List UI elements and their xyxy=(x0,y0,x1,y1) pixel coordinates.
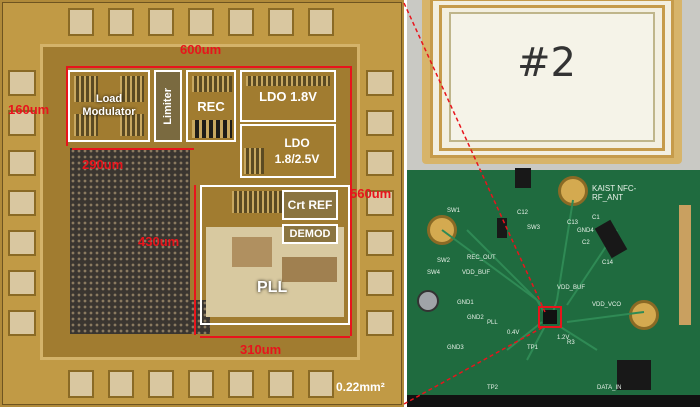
silkscreen-label: VDD_BUF xyxy=(557,285,586,291)
die-area-label: 0.22mm² xyxy=(336,380,385,394)
load-modulator-block: Load Modulator xyxy=(68,70,150,142)
silkscreen-label: 0.4V xyxy=(507,330,520,336)
silkscreen-label: PLL xyxy=(487,320,498,326)
bond-pad xyxy=(8,230,36,256)
silkscreen-label: TP2 xyxy=(487,385,499,391)
limiter-label: Limiter xyxy=(162,87,174,125)
bond-pad xyxy=(366,190,394,216)
bond-pad xyxy=(108,8,134,36)
bond-pad xyxy=(68,370,94,398)
rec-block: REC xyxy=(186,70,236,142)
bond-pad xyxy=(8,310,36,336)
pll-block: PLL xyxy=(200,185,350,325)
edge-connector xyxy=(679,205,691,325)
silkscreen-label: R3 xyxy=(567,340,575,346)
silkscreen-label: GND2 xyxy=(467,315,484,321)
demod-label: DEMOD xyxy=(289,228,331,240)
dim-right-height: 560um xyxy=(350,186,392,201)
bond-pad xyxy=(8,110,36,136)
bond-pad xyxy=(188,8,214,36)
silkscreen-label: 1.2V xyxy=(557,335,570,341)
silkscreen-label: SW3 xyxy=(527,225,541,231)
ldo2-label: LDO 1.8/2.5V xyxy=(274,136,320,166)
bond-pad xyxy=(308,8,334,36)
silkscreen-label: C14 xyxy=(602,260,614,266)
rec-label: REC xyxy=(197,98,225,114)
bond-pad xyxy=(366,310,394,336)
bond-pad xyxy=(366,270,394,296)
bond-pad xyxy=(268,370,294,398)
bond-pad xyxy=(8,70,36,96)
nfc-chip xyxy=(543,310,557,324)
silkscreen-label: C2 xyxy=(582,240,590,246)
ldo2-block: LDO 1.8/2.5V xyxy=(240,124,336,178)
silkscreen-label: GND3 xyxy=(447,345,464,351)
silkscreen-label: DATA_IN xyxy=(597,385,622,391)
bond-pad xyxy=(68,8,94,36)
bond-pad xyxy=(228,8,254,36)
demod-block: DEMOD xyxy=(282,224,338,244)
ldo18-block: LDO 1.8V xyxy=(240,70,336,122)
silkscreen-label: VDD_BUF xyxy=(462,270,491,276)
silkscreen-label: SW1 xyxy=(447,208,461,214)
dim-bottom-width: 310um xyxy=(240,342,282,357)
pll-label: PLL xyxy=(257,279,288,296)
silkscreen-label: VDD_VCO xyxy=(592,302,622,308)
load-label-line1: Load xyxy=(95,93,123,105)
sma-connector-sw3 xyxy=(629,300,659,330)
silkscreen-label: C12 xyxy=(517,210,529,216)
board-name-label: KAIST NFC-RF_ANT xyxy=(592,184,637,202)
ldo18-label: LDO 1.8V xyxy=(259,88,317,104)
silkscreen-label: C1 xyxy=(592,215,600,221)
bond-pad xyxy=(268,8,294,36)
pin-header-top xyxy=(515,168,531,188)
bond-pad xyxy=(308,370,334,398)
bond-pad xyxy=(188,370,214,398)
pin-header-mid xyxy=(497,218,507,238)
crt-ref-label: Crt REF xyxy=(287,198,333,212)
bond-pad xyxy=(366,110,394,136)
silkscreen-label: SW4 xyxy=(427,270,441,276)
pin-header-bottom xyxy=(617,360,651,390)
die-micrograph: Load Modulator Limiter REC LDO 1.8V LDO … xyxy=(0,0,404,407)
bond-pad xyxy=(148,8,174,36)
silkscreen-label: SW2 xyxy=(437,258,451,264)
load-label-line2: Modulator xyxy=(82,106,136,118)
bond-pad xyxy=(108,370,134,398)
bond-pad xyxy=(8,270,36,296)
silkscreen-label: GND1 xyxy=(457,300,474,306)
bond-pad xyxy=(228,370,254,398)
bond-pad xyxy=(366,230,394,256)
silkscreen-label: REC_OUT xyxy=(467,255,496,261)
dim-mid-width: 290um xyxy=(82,157,124,172)
silkscreen-label: TP1 xyxy=(527,345,539,351)
via-field xyxy=(70,148,190,334)
crt-ref-block: Crt REF xyxy=(282,190,338,220)
bond-pad xyxy=(148,370,174,398)
silkscreen-label: C13 xyxy=(567,220,579,226)
bond-pad xyxy=(366,150,394,176)
bond-pad xyxy=(366,70,394,96)
limiter-block: Limiter xyxy=(154,70,182,142)
bond-pad xyxy=(8,190,36,216)
dim-top-width: 600um xyxy=(180,42,222,57)
dim-pll-height: 430um xyxy=(138,234,180,249)
bond-pad xyxy=(8,150,36,176)
dim-left-height: 160um xyxy=(8,102,50,117)
chip-highlight-box xyxy=(538,306,562,328)
silkscreen-label: GND4 xyxy=(577,228,594,234)
